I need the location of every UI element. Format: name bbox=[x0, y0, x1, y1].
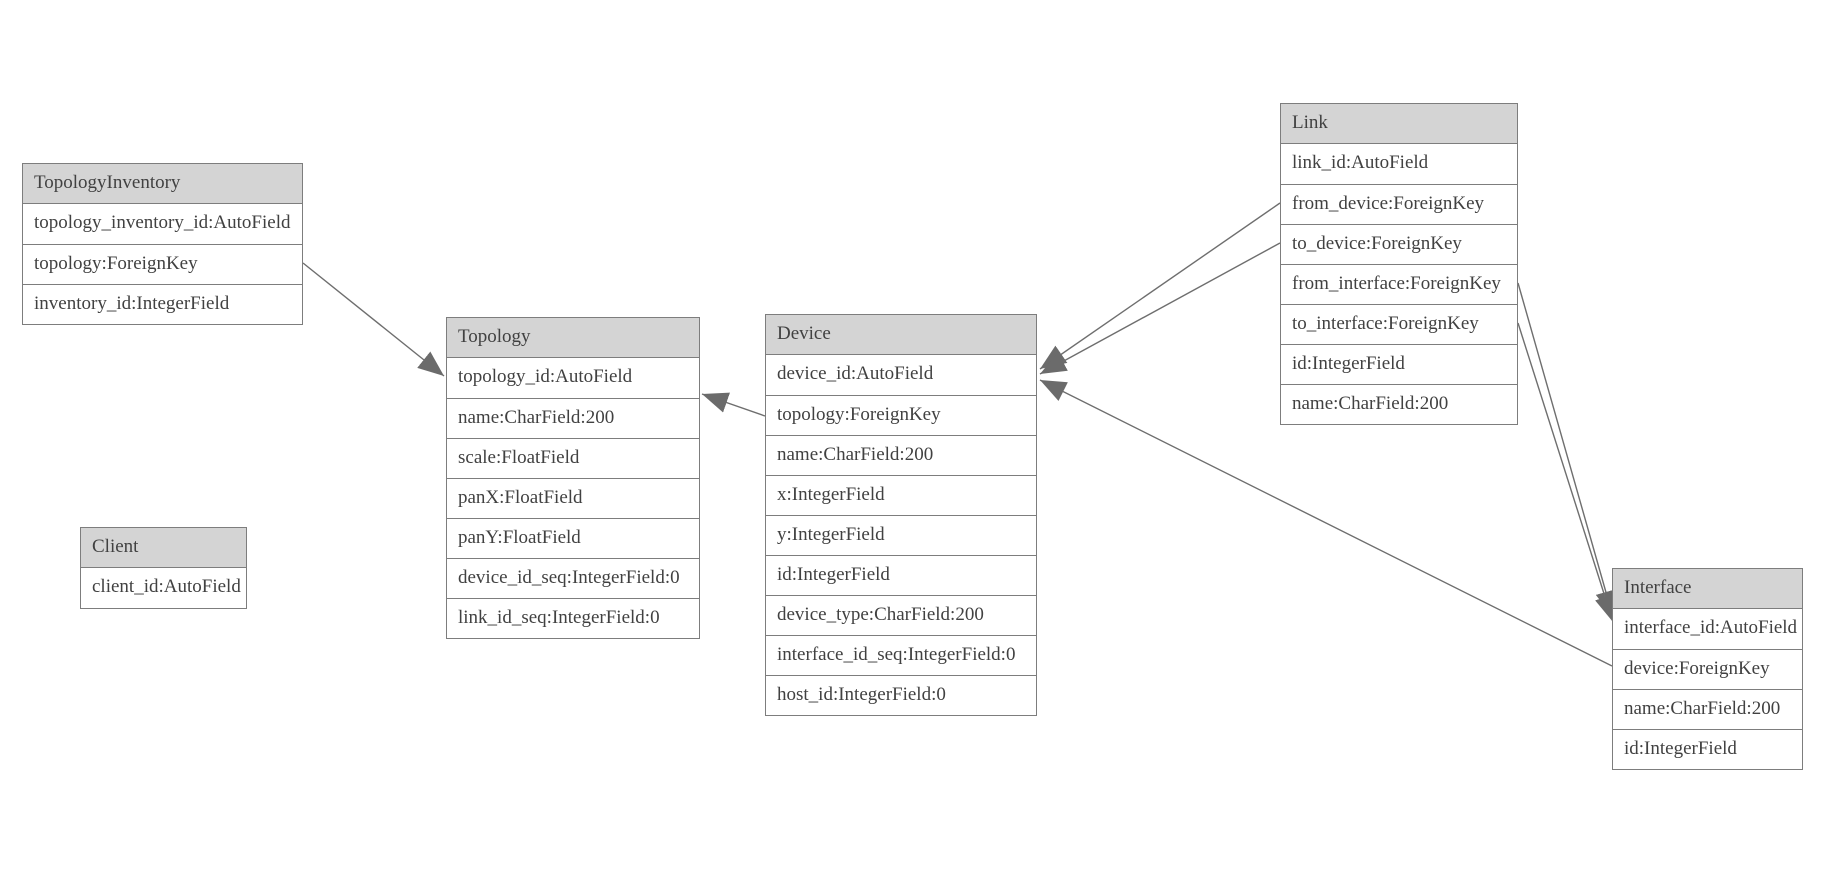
entity-field-row: device:ForeignKey bbox=[1613, 649, 1802, 689]
entity-title-topologyinventory: TopologyInventory bbox=[23, 164, 302, 204]
entity-field-row: topology_inventory_id:AutoField bbox=[23, 204, 302, 244]
entity-field-row: link_id_seq:IntegerField:0 bbox=[447, 598, 699, 638]
entity-field-row: panX:FloatField bbox=[447, 478, 699, 518]
entity-field-row: to_interface:ForeignKey bbox=[1281, 304, 1517, 344]
entity-title-topology: Topology bbox=[447, 318, 699, 358]
entity-field-row: topology:ForeignKey bbox=[23, 244, 302, 284]
entity-field-row: topology:ForeignKey bbox=[766, 395, 1036, 435]
relation-line-link-from-device bbox=[1039, 202, 1281, 370]
entity-field-row: from_device:ForeignKey bbox=[1281, 184, 1517, 224]
entity-field-row: topology_id:AutoField bbox=[447, 358, 699, 398]
entity-field-row: name:CharField:200 bbox=[447, 398, 699, 438]
relation-line-interface-device bbox=[1039, 379, 1613, 667]
entity-field-row: link_id:AutoField bbox=[1281, 144, 1517, 184]
entity-field-row: device_type:CharField:200 bbox=[766, 595, 1036, 635]
entity-field-row: to_device:ForeignKey bbox=[1281, 224, 1517, 264]
entity-field-row: device_id:AutoField bbox=[766, 355, 1036, 395]
entity-field-row: id:IntegerField bbox=[766, 555, 1036, 595]
entity-field-row: x:IntegerField bbox=[766, 475, 1036, 515]
entity-field-row: panY:FloatField bbox=[447, 518, 699, 558]
entity-field-row: inventory_id:IntegerField bbox=[23, 284, 302, 324]
relation-line-link-to-device bbox=[1039, 242, 1281, 375]
entity-field-row: client_id:AutoField bbox=[81, 568, 246, 608]
entity-title-device: Device bbox=[766, 315, 1036, 355]
entity-field-row: interface_id:AutoField bbox=[1613, 609, 1802, 649]
entity-field-row: from_interface:ForeignKey bbox=[1281, 264, 1517, 304]
entity-field-row: y:IntegerField bbox=[766, 515, 1036, 555]
relation-line-link-from-interface bbox=[1517, 282, 1616, 618]
entity-title-client: Client bbox=[81, 528, 246, 568]
entity-title-link: Link bbox=[1281, 104, 1517, 144]
entity-field-row: id:IntegerField bbox=[1613, 729, 1802, 769]
entity-field-row: name:CharField:200 bbox=[766, 435, 1036, 475]
entity-field-row: id:IntegerField bbox=[1281, 344, 1517, 384]
entity-field-row: interface_id_seq:IntegerField:0 bbox=[766, 635, 1036, 675]
entity-field-row: name:CharField:200 bbox=[1281, 384, 1517, 424]
relation-line-device-topology bbox=[701, 392, 766, 417]
relation-line-link-to-interface bbox=[1517, 322, 1616, 623]
entity-field-row: name:CharField:200 bbox=[1613, 689, 1802, 729]
entity-field-row: host_id:IntegerField:0 bbox=[766, 675, 1036, 715]
relation-line-topologyinventory-topology bbox=[302, 262, 445, 377]
entity-field-row: scale:FloatField bbox=[447, 438, 699, 478]
entity-title-interface: Interface bbox=[1613, 569, 1802, 609]
relation-lines bbox=[302, 202, 1616, 667]
entity-field-row: device_id_seq:IntegerField:0 bbox=[447, 558, 699, 598]
